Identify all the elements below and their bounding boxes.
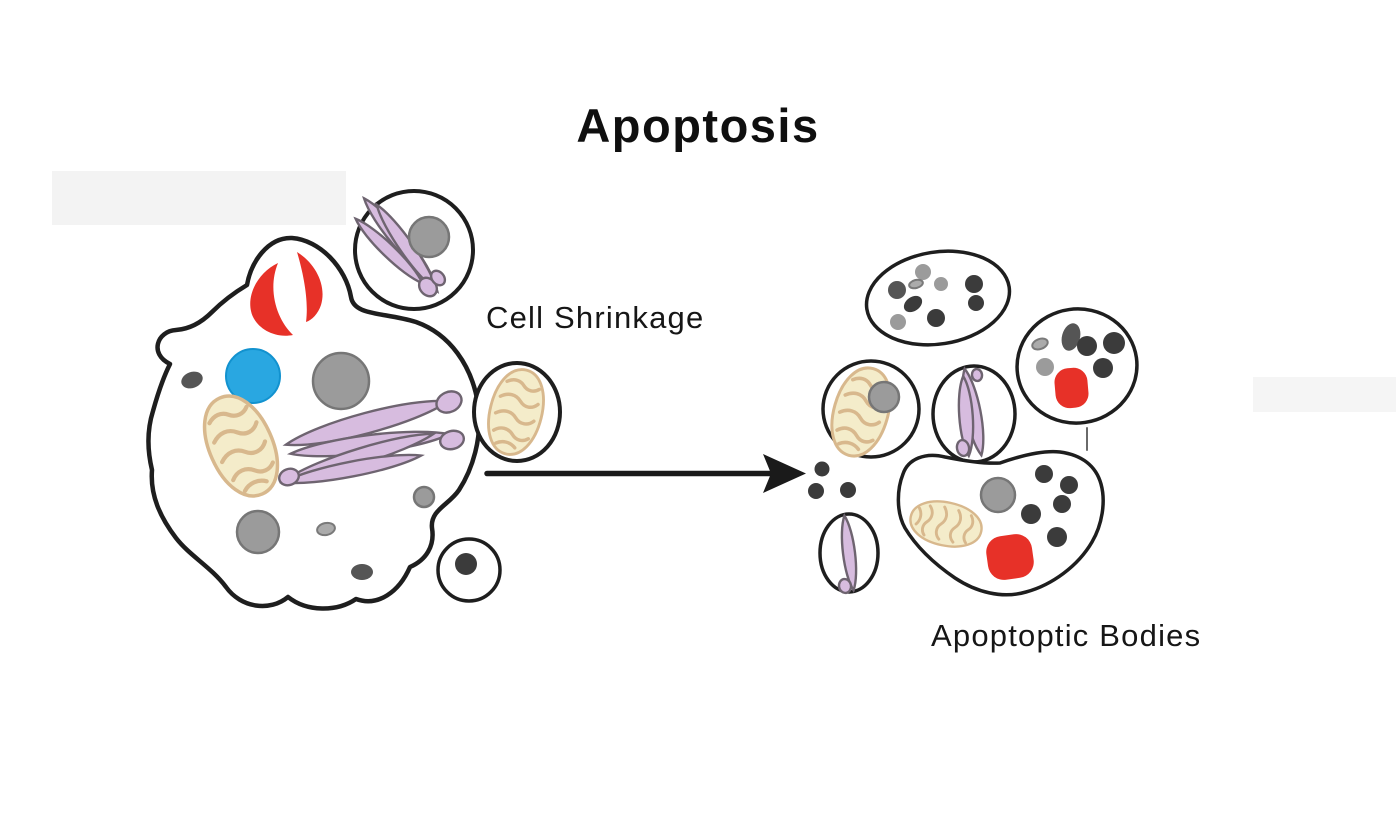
golgi-apparatus-icon [955,366,990,458]
vesicle-small-icon [412,485,436,509]
dying-cell [146,235,482,611]
apoptotic-body-1 [864,249,1012,347]
nucleus-fragment-icon [979,476,1017,514]
debris-dots [808,461,856,499]
chromatin-dot [455,553,477,575]
apoptotic-body-2 [1015,307,1139,425]
degraded-organelle-red [1054,367,1089,409]
label-cell-shrinkage: Cell Shrinkage [486,300,705,335]
apoptotic-body-4 [931,364,1017,464]
nucleus-icon [311,351,371,411]
label-apoptotic-bodies: Apoptoptic Bodies [931,618,1202,653]
nucleus-fragment-icon [407,215,451,259]
lysosome-icon [250,252,323,336]
page-title: Apoptosis [576,99,820,152]
golgi-strand-icon [837,514,861,595]
faint-panel-topleft [52,171,346,225]
membrane-bleb-bottom [436,537,502,603]
shrunken-vesicle [472,361,562,463]
faint-panel-right [1253,377,1396,412]
membrane-bleb-top [350,189,475,311]
golgi-apparatus-icon [350,192,447,298]
chromatin-dot [351,564,373,580]
apoptotic-body-5 [818,512,880,595]
arrow-right-icon [484,454,806,493]
degraded-organelle-red [986,534,1034,580]
dying-cell-membrane [146,235,482,611]
apoptotic-body-3 [820,359,921,465]
apoptotic-body-6 [896,449,1105,597]
nucleus-fragment-icon [235,509,281,555]
vesicle-blue-icon [225,348,281,404]
nucleus-fragment-icon [867,380,901,414]
golgi-apparatus-icon [278,390,466,491]
vesicle-small-icon [316,521,336,537]
chromatin-dot [181,371,203,389]
